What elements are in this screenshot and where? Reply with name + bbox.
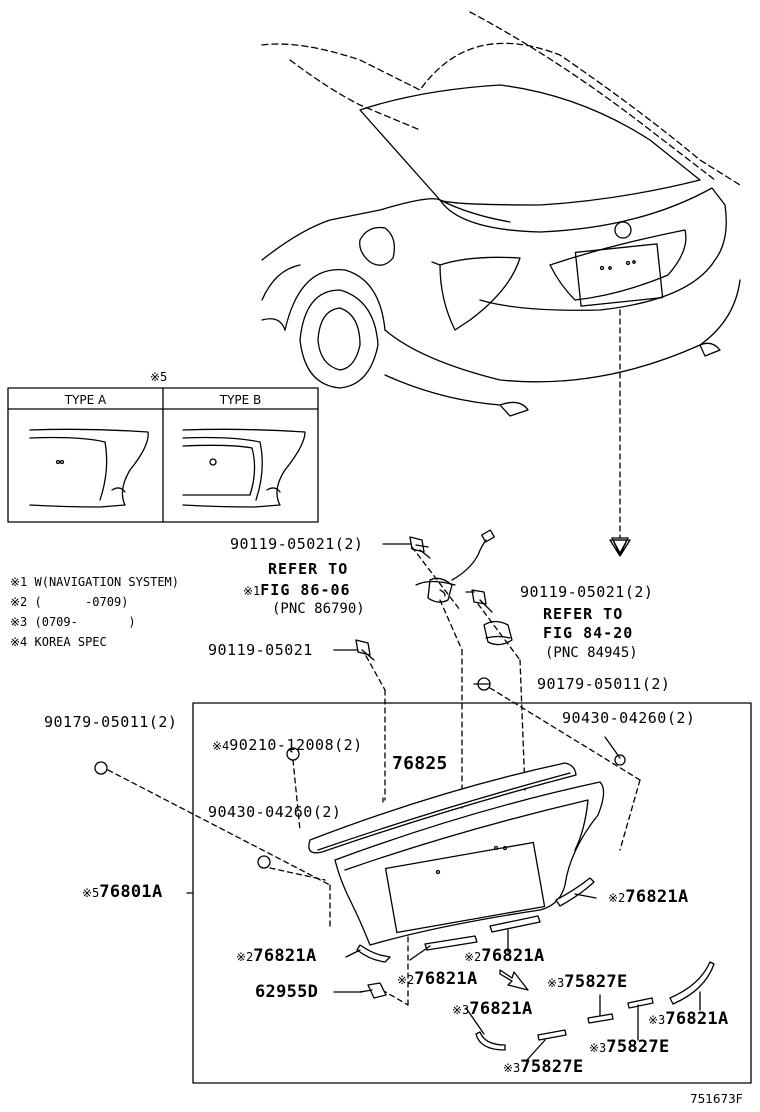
reference-2-line1[interactable]: REFER TO bbox=[543, 605, 624, 623]
part-mark-75827e-top: ※3 bbox=[547, 976, 565, 990]
note-3: ※3 (0709- ) bbox=[10, 615, 136, 629]
reference-1-line2[interactable]: ※1FIG 86-06 bbox=[243, 582, 351, 598]
part-label-76821a-bottom-left[interactable]: ※376821A bbox=[452, 1001, 533, 1018]
part-mark-75827e-bottom: ※3 bbox=[503, 1061, 521, 1075]
part-label-76821a-right[interactable]: ※276821A bbox=[608, 889, 689, 906]
part-label-76825[interactable]: 76825 bbox=[392, 753, 448, 774]
part-number-76821a-bottom-right[interactable]: 76821A bbox=[665, 1009, 729, 1029]
car-rear-illustration bbox=[261, 11, 741, 557]
note-4: ※4 KOREA SPEC bbox=[10, 635, 107, 649]
part-label-76821a-left[interactable]: ※276821A bbox=[236, 948, 317, 965]
part-number-76821a-bottom-left[interactable]: 76821A bbox=[469, 999, 533, 1019]
part-label-90210[interactable]: ※490210-12008(2) bbox=[212, 737, 363, 753]
part-number-76821a-left[interactable]: 76821A bbox=[253, 946, 317, 966]
reference-2-line3: (PNC 84945) bbox=[545, 645, 638, 661]
note-2: ※2 ( -0709) bbox=[10, 595, 129, 609]
part-mark-76821a-lower: ※2 bbox=[397, 973, 415, 987]
part-mark-76821a-right: ※2 bbox=[608, 891, 626, 905]
part-number-75827e-mid[interactable]: 75827E bbox=[606, 1037, 670, 1057]
part-number-76821a-lower[interactable]: 76821A bbox=[414, 969, 478, 989]
type-a-header: TYPE A bbox=[64, 393, 107, 407]
part-label-90179-left[interactable]: 90179-05011(2) bbox=[44, 713, 178, 731]
part-mark-76821a-bottom-right: ※3 bbox=[648, 1013, 666, 1027]
figure-code: 751673F bbox=[690, 1092, 743, 1106]
legend-header-mark: ※5 bbox=[150, 370, 168, 384]
part-label-90119-right[interactable]: 90119-05021(2) bbox=[520, 583, 654, 601]
part-label-76821a-bottom-right[interactable]: ※376821A bbox=[648, 1011, 729, 1028]
reference-1-mark: ※1 bbox=[243, 584, 261, 598]
part-number-76801a[interactable]: 76801A bbox=[99, 882, 163, 902]
part-label-90430-right[interactable]: 90430-04260(2) bbox=[562, 709, 696, 727]
parts-group bbox=[94, 529, 715, 1061]
part-number-90210[interactable]: 90210-12008(2) bbox=[229, 736, 363, 754]
reference-1-line3: (PNC 86790) bbox=[272, 601, 365, 617]
part-mark-90210: ※4 bbox=[212, 739, 230, 753]
reference-1-fig[interactable]: FIG 86-06 bbox=[260, 581, 351, 599]
part-number-76821a-right[interactable]: 76821A bbox=[625, 887, 689, 907]
part-label-75827e-top[interactable]: ※375827E bbox=[547, 974, 628, 991]
part-number-75827e-top[interactable]: 75827E bbox=[564, 972, 628, 992]
clip-icon bbox=[359, 982, 387, 999]
type-b-header: TYPE B bbox=[219, 393, 262, 407]
part-mark-76801a: ※5 bbox=[82, 886, 100, 900]
part-label-76821a-center[interactable]: ※276821A bbox=[464, 948, 545, 965]
reference-1-line1[interactable]: REFER TO bbox=[268, 560, 349, 578]
part-label-90179-right[interactable]: 90179-05011(2) bbox=[537, 675, 671, 693]
part-mark-76821a-bottom-left: ※3 bbox=[452, 1003, 470, 1017]
note-1: ※1 W(NAVIGATION SYSTEM) bbox=[10, 575, 179, 589]
part-mark-75827e-mid: ※3 bbox=[589, 1041, 607, 1055]
camera-icon bbox=[415, 529, 495, 603]
part-label-90119-upper[interactable]: 90119-05021(2) bbox=[230, 535, 364, 553]
part-label-76801a[interactable]: ※576801A bbox=[82, 884, 163, 901]
license-garnish bbox=[334, 781, 605, 946]
part-number-75827e-bottom[interactable]: 75827E bbox=[520, 1057, 584, 1077]
part-number-76821a-center[interactable]: 76821A bbox=[481, 946, 545, 966]
reference-2-line2[interactable]: FIG 84-20 bbox=[543, 624, 634, 642]
type-legend-table bbox=[7, 387, 319, 523]
part-mark-76821a-left: ※2 bbox=[236, 950, 254, 964]
part-label-62955d[interactable]: 62955D bbox=[255, 982, 319, 1002]
bolt-icon bbox=[355, 639, 375, 661]
part-label-76821a-lower[interactable]: ※276821A bbox=[397, 971, 478, 988]
part-label-75827e-bottom[interactable]: ※375827E bbox=[503, 1059, 584, 1076]
part-label-90119-single[interactable]: 90119-05021 bbox=[208, 641, 313, 659]
part-mark-76821a-center: ※2 bbox=[464, 950, 482, 964]
part-label-90430-left[interactable]: 90430-04260(2) bbox=[208, 803, 342, 821]
bolt-icon bbox=[471, 589, 493, 613]
part-label-75827e-mid[interactable]: ※375827E bbox=[589, 1039, 670, 1056]
license-lamp-icon bbox=[483, 620, 513, 646]
